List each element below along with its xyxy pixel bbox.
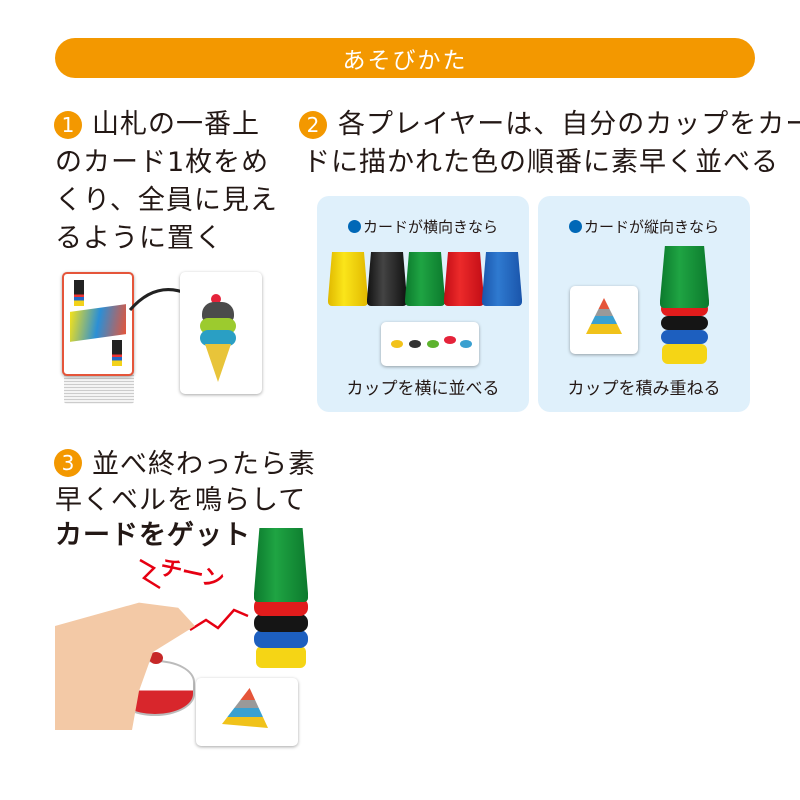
stack-cup-blue bbox=[661, 330, 708, 344]
bell-stack-yellow bbox=[256, 646, 306, 668]
step1-line4: るように置く bbox=[55, 223, 223, 254]
cup-red bbox=[444, 252, 484, 306]
step3-line3: カードをゲット bbox=[55, 520, 251, 551]
step3-line2: 早くベルを鳴らして bbox=[55, 485, 307, 516]
step3-line1: 並べ終わったら素 bbox=[92, 449, 316, 480]
panel-caption: カップを横に並べる bbox=[346, 379, 500, 399]
birds-card bbox=[381, 322, 479, 366]
cup-black bbox=[367, 252, 407, 306]
cup-yellow bbox=[328, 252, 368, 306]
stack-cup-green bbox=[660, 246, 709, 308]
panel-horizontal: カードが横向きなら カップを横に並べる bbox=[317, 196, 529, 412]
bell-stack-red bbox=[254, 598, 308, 616]
step2-line2: ドに描かれた色の順番に素早く並べる bbox=[303, 147, 779, 178]
cup-blue bbox=[482, 252, 522, 306]
sound-zigzag-icon bbox=[139, 558, 249, 632]
panel-caption: カップを積み重ねる bbox=[567, 379, 721, 399]
bullet-icon bbox=[568, 220, 582, 233]
panel-title: カードが縦向きなら bbox=[583, 218, 719, 236]
teepee-card bbox=[570, 286, 638, 354]
teepee-card-won bbox=[196, 678, 298, 746]
step-number-3: 3 bbox=[54, 449, 82, 477]
bell-stack-black bbox=[254, 614, 308, 632]
step2-line1: 各プレイヤーは、自分のカップをカー bbox=[338, 109, 800, 140]
panel-title: カードが横向きなら bbox=[362, 218, 498, 236]
step1-line1: 山札の一番上 bbox=[92, 109, 260, 140]
cup-green bbox=[405, 252, 445, 306]
bullet-icon bbox=[347, 220, 361, 233]
ice-cream-card bbox=[180, 272, 262, 394]
step1-line3: くり、全員に見え bbox=[55, 185, 278, 216]
bell-stack-green bbox=[254, 528, 308, 602]
panel-vertical: カードが縦向きなら カップを積み重ねる bbox=[538, 196, 750, 412]
stack-cup-black bbox=[661, 316, 708, 330]
bell-stack-blue bbox=[254, 630, 308, 648]
stack-cup-yellow bbox=[662, 344, 707, 364]
section-header: あそびかた bbox=[55, 38, 755, 78]
step1-line2: のカード1枚をめ bbox=[55, 147, 270, 178]
step-number-2: 2 bbox=[299, 111, 327, 139]
step-number-1: 1 bbox=[54, 111, 82, 139]
card-deck-illustration bbox=[62, 272, 136, 406]
